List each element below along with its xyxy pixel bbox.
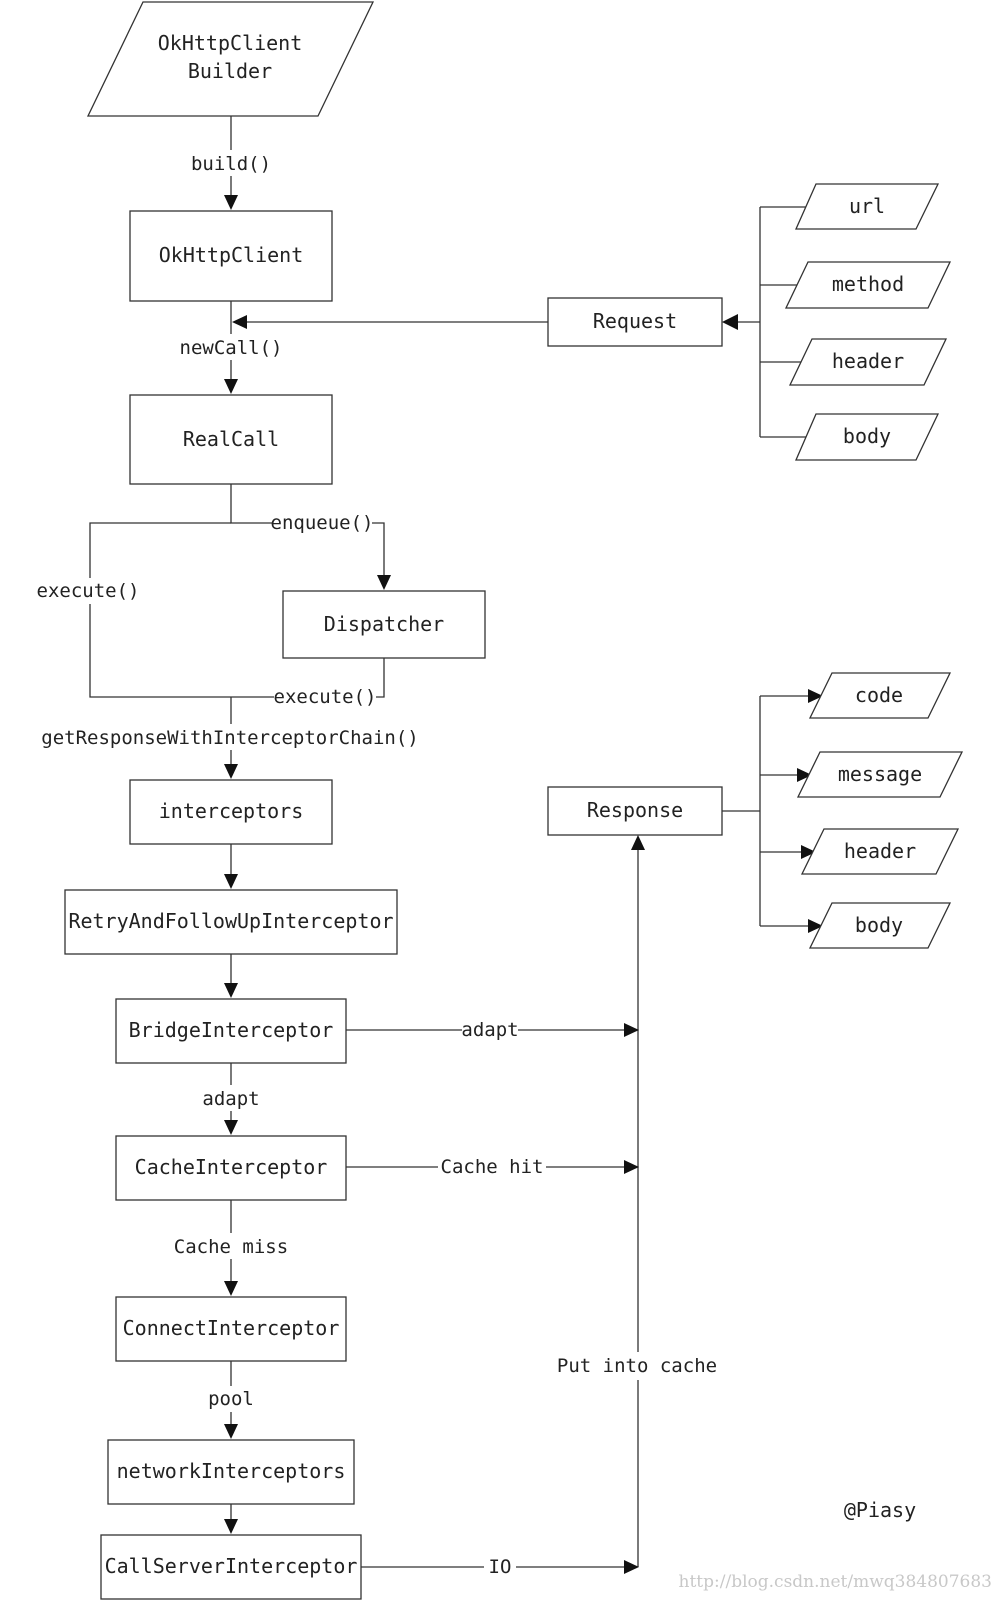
request-field-body-label: body: [843, 424, 891, 448]
network-to-callserver-edge: [224, 1504, 238, 1534]
execute-dispatcher-label: execute(): [274, 686, 377, 708]
get-response-edge: getResponseWithInterceptorChain(): [40, 697, 420, 779]
response-field-code: code: [808, 672, 952, 719]
request-field-method-label: method: [832, 272, 904, 296]
interceptors-node: interceptors: [129, 779, 333, 845]
realcall-label: RealCall: [183, 427, 279, 451]
enqueue-edge: enqueue(): [230, 484, 391, 590]
response-field-header: header: [800, 828, 960, 875]
interceptors-label: interceptors: [159, 799, 304, 823]
newcall-label: newCall(): [180, 337, 283, 359]
response-label: Response: [587, 798, 683, 822]
retry-interceptor-node: RetryAndFollowUpInterceptor: [64, 889, 398, 955]
execute-left-edge: execute(): [36, 522, 231, 698]
return-bus-line: [631, 835, 645, 1567]
network-interceptors-label: networkInterceptors: [117, 1459, 346, 1483]
okhttpclient-builder-node: OkHttpClient Builder: [86, 1, 375, 117]
execute-left-label: execute(): [37, 580, 140, 602]
pool-edge: pool: [202, 1361, 260, 1439]
response-field-message: message: [796, 751, 964, 798]
request-to-client-edge: [232, 315, 548, 329]
builder-line-2: Builder: [188, 59, 272, 83]
request-label: Request: [593, 309, 677, 333]
request-field-header: header: [788, 338, 948, 386]
okhttpclient-node: OkHttpClient: [129, 210, 333, 302]
request-field-method: method: [784, 261, 952, 309]
request-node: Request: [547, 297, 723, 347]
request-field-body: body: [795, 413, 940, 461]
response-field-body: body: [808, 902, 952, 949]
request-field-header-label: header: [832, 349, 904, 373]
adapt-right-label: adapt: [461, 1019, 518, 1041]
okhttpclient-label: OkHttpClient: [159, 243, 304, 267]
pool-label: pool: [208, 1388, 254, 1410]
watermark-text: http://blog.csdn.net/mwq384807683: [679, 1572, 992, 1592]
connect-interceptor-label: ConnectInterceptor: [123, 1316, 340, 1340]
bridge-interceptor-label: BridgeInterceptor: [129, 1018, 334, 1042]
connect-interceptor-node: ConnectInterceptor: [115, 1296, 347, 1362]
adapt-down-label: adapt: [202, 1088, 259, 1110]
dispatcher-label: Dispatcher: [324, 612, 444, 636]
network-interceptors-node: networkInterceptors: [107, 1439, 355, 1505]
realcall-node: RealCall: [129, 394, 333, 485]
get-response-label: getResponseWithInterceptorChain(): [41, 727, 419, 749]
put-into-cache-label: Put into cache: [557, 1355, 717, 1377]
response-field-header-label: header: [844, 839, 916, 863]
response-field-body-label: body: [855, 913, 903, 937]
build-label: build(): [191, 153, 271, 175]
cache-miss-label: Cache miss: [174, 1236, 288, 1258]
builder-line-1: OkHttpClient: [158, 31, 303, 55]
retry-interceptor-label: RetryAndFollowUpInterceptor: [68, 909, 393, 933]
request-field-url-label: url: [849, 194, 885, 218]
callserver-interceptor-node: CallServerInterceptor: [100, 1534, 362, 1600]
build-edge: build(): [186, 116, 276, 210]
cache-interceptor-label: CacheInterceptor: [135, 1155, 328, 1179]
newcall-edge: newCall(): [178, 301, 284, 394]
cache-hit-label: Cache hit: [441, 1156, 544, 1178]
execute-dispatcher-edge: execute(): [231, 658, 385, 710]
request-fields-connector: [722, 206, 808, 438]
put-into-cache-label-group: Put into cache: [554, 1352, 722, 1380]
retry-to-bridge-edge: [224, 954, 238, 998]
enqueue-label: enqueue(): [271, 512, 374, 534]
bridge-interceptor-node: BridgeInterceptor: [115, 998, 347, 1064]
callserver-interceptor-label: CallServerInterceptor: [105, 1554, 358, 1578]
response-fields-connector: [722, 689, 823, 933]
cache-miss-edge: Cache miss: [168, 1200, 294, 1296]
adapt-right-edge: adapt: [346, 1017, 639, 1043]
response-node: Response: [547, 786, 723, 836]
cache-hit-edge: Cache hit: [346, 1154, 639, 1180]
cache-interceptor-node: CacheInterceptor: [115, 1135, 347, 1201]
request-field-url: url: [794, 183, 940, 230]
interceptors-to-retry-edge: [224, 844, 238, 889]
adapt-down-edge: adapt: [196, 1063, 266, 1135]
response-field-message-label: message: [838, 762, 922, 786]
io-edge: IO: [361, 1554, 639, 1580]
response-field-code-label: code: [855, 683, 903, 707]
dispatcher-node: Dispatcher: [282, 590, 486, 659]
author-signature: @Piasy: [844, 1498, 916, 1522]
io-label: IO: [489, 1556, 512, 1578]
